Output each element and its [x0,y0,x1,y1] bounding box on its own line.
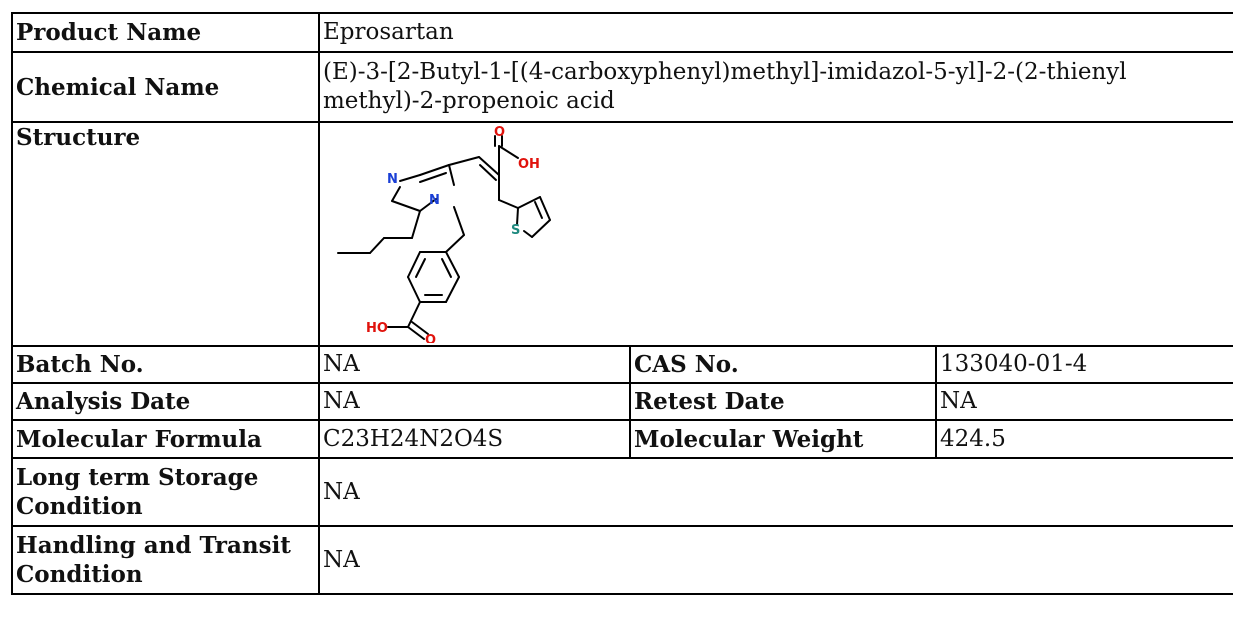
storage-condition-label: Long term Storage Condition [11,457,320,527]
atom-s: S [511,223,520,238]
batch-no-value: NA [318,345,631,384]
molecular-formula-value: C23H24N2O4S [318,419,631,459]
storage-row: Long term Storage Condition NA [11,457,1233,527]
batch-no-label: Batch No. [11,345,320,384]
handling-row: Handling and Transit Condition NA [11,525,1233,595]
structure-cell: N N O OH S HO O [318,121,1233,347]
retest-date-value: NA [935,382,1233,421]
storage-condition-value: NA [318,457,1233,527]
structure-image: N N O OH S HO O [337,125,551,343]
chemical-name-label: Chemical Name [11,51,320,123]
handling-condition-value: NA [318,525,1233,595]
structure-label: Structure [11,121,320,347]
cas-no-value: 133040-01-4 [935,345,1233,384]
atom-o-bottom: O [425,333,436,343]
handling-condition-label: Handling and Transit Condition [11,525,320,595]
atom-n-ring: N [387,172,398,187]
formula-row: Molecular Formula C23H24N2O4S Molecular … [11,419,1233,459]
product-name-value: Eprosartan [318,12,1233,53]
analysis-date-label: Analysis Date [11,382,320,421]
atom-o-top: O [494,125,505,140]
cas-no-label: CAS No. [629,345,937,384]
analysis-date-value: NA [318,382,631,421]
product-spec-table: Product Name Eprosartan Chemical Name (E… [11,12,1233,595]
atom-ho-bottom: HO [366,321,388,336]
chemical-name-value: (E)-3-[2-Butyl-1-[(4-carboxyphenyl)methy… [318,51,1233,123]
molecular-weight-value: 424.5 [935,419,1233,459]
analysis-row: Analysis Date NA Retest Date NA [11,382,1233,421]
product-name-label: Product Name [11,12,320,53]
atom-n1: N [429,193,440,208]
structure-row: Structure [11,121,1233,347]
product-name-row: Product Name Eprosartan [11,12,1233,53]
molecular-formula-label: Molecular Formula [11,419,320,459]
atom-oh-top: OH [518,157,540,172]
molecular-weight-label: Molecular Weight [629,419,937,459]
batch-row: Batch No. NA CAS No. 133040-01-4 [11,345,1233,384]
retest-date-label: Retest Date [629,382,937,421]
chemical-name-row: Chemical Name (E)-3-[2-Butyl-1-[(4-carbo… [11,51,1233,123]
